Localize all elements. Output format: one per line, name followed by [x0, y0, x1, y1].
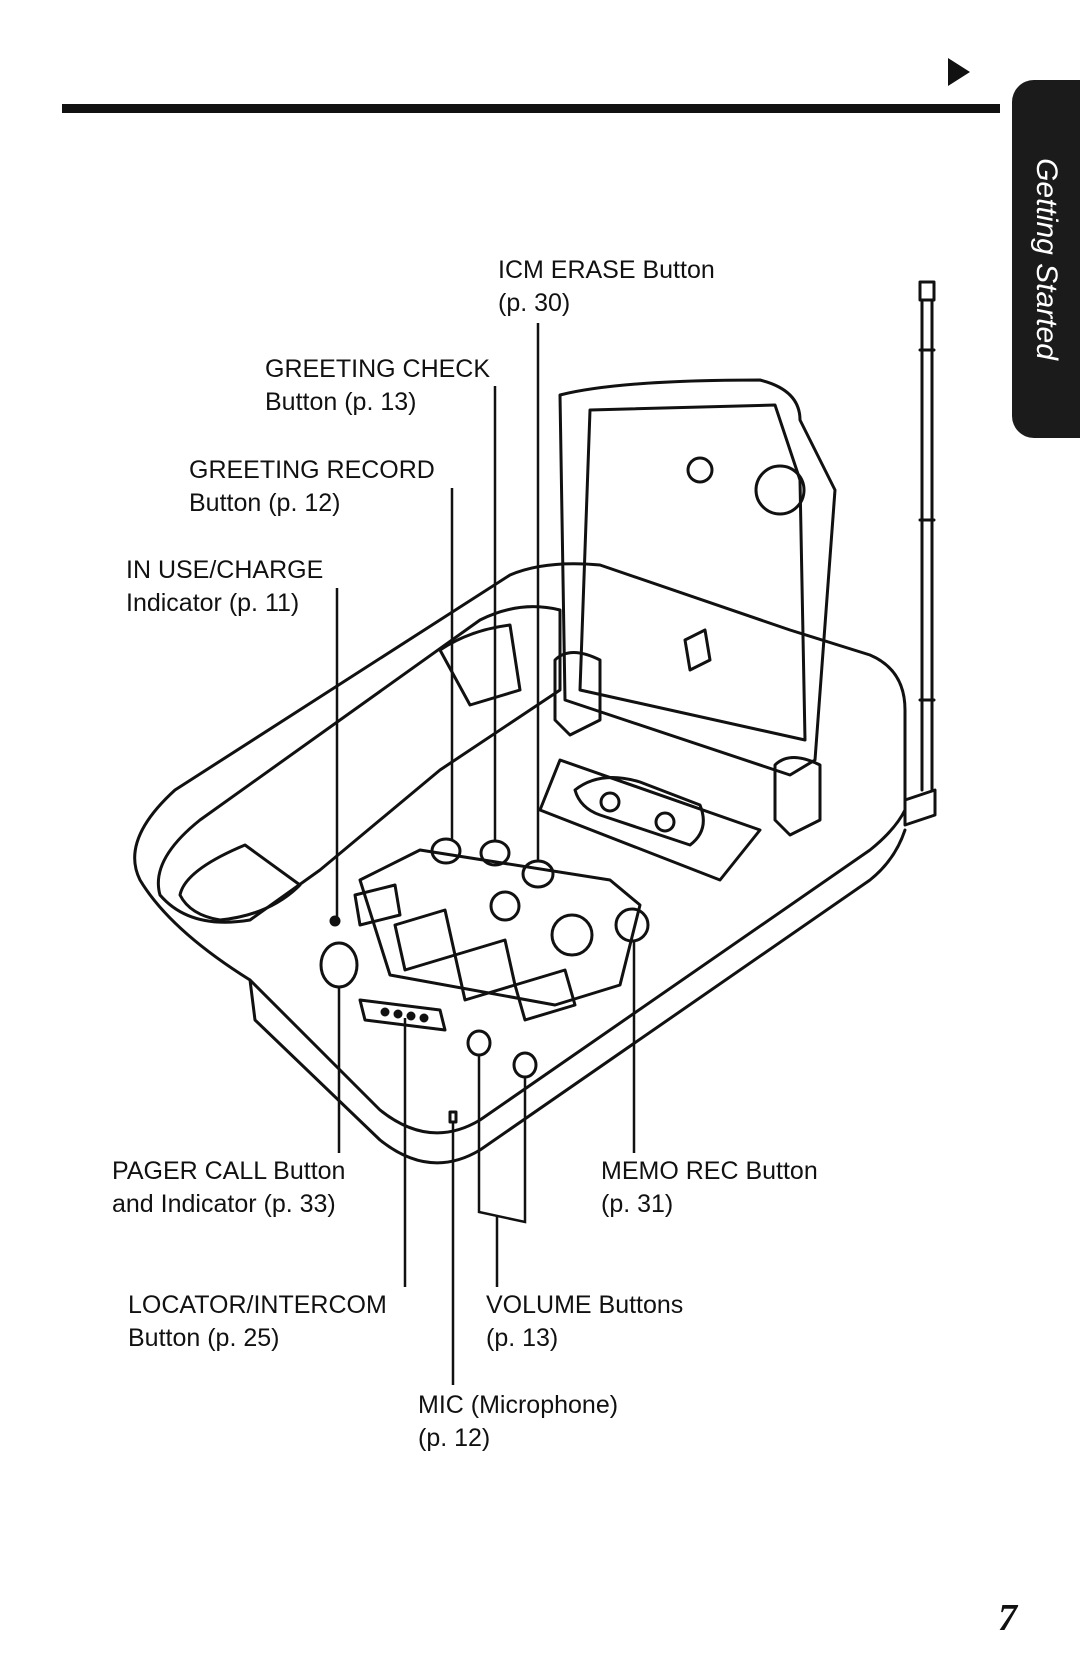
icm-erase-button: [521, 859, 555, 889]
tape-reel-right: [654, 811, 676, 833]
cassette-lid: [558, 378, 837, 777]
button-rewind: [353, 883, 402, 927]
callout-locator-intercom: LOCATOR/INTERCOM Button (p. 25): [128, 1291, 387, 1352]
lid-latch: [754, 464, 806, 516]
header-rule: [62, 104, 1000, 113]
pager-call-button: [319, 941, 359, 989]
cassette-well: [538, 758, 762, 882]
antenna-base: [903, 788, 937, 827]
callout-mic: MIC (Microphone) (p. 12): [418, 1391, 619, 1452]
callout-icm-erase: ICM ERASE Button (p. 30): [498, 256, 715, 317]
cassette-lid-inner: [578, 403, 807, 742]
page-number: 7: [998, 1597, 1017, 1639]
mic-port: [448, 1110, 458, 1124]
button-stop: [393, 908, 457, 972]
locator-intercom-button: [358, 998, 447, 1032]
callout-in-use-charge: IN USE/CHARGE Indicator (p. 11): [126, 556, 324, 617]
callout-memo-rec: MEMO REC Button (p. 31): [601, 1157, 818, 1218]
cradle-dock: [438, 623, 522, 707]
callout-pager-call: PAGER CALL Button and Indicator (p. 33): [112, 1157, 346, 1218]
callout-volume: VOLUME Buttons (p. 13): [486, 1291, 684, 1352]
volume-up-button: [512, 1051, 538, 1079]
in-use-charge-indicator: [329, 915, 341, 927]
base-skirt: [248, 828, 907, 1165]
continue-arrow-icon: [948, 58, 970, 86]
hinge-post-left: [553, 651, 602, 737]
handset-cradle: [156, 605, 562, 924]
volume-down-button: [466, 1029, 492, 1057]
greeting-knob: [489, 890, 521, 922]
cradle-well: [178, 843, 302, 922]
antenna-tip: [918, 280, 936, 302]
button-ffwd: [513, 968, 577, 1022]
callout-greeting-check: GREETING CHECK Button (p. 13): [265, 355, 491, 416]
antenna: [918, 298, 936, 792]
callout-greeting-record: GREETING RECORD Button (p. 12): [189, 456, 435, 517]
tape-reel-left: [599, 791, 621, 813]
cassette-tape: [573, 776, 705, 847]
lid-hinge-hole: [686, 456, 714, 484]
volume-knob: [550, 913, 594, 957]
control-panel: [358, 848, 642, 1007]
hinge-post-right: [773, 756, 822, 837]
lid-window: [683, 628, 712, 672]
section-tab: Getting Started: [1012, 80, 1080, 438]
leader-volume: [477, 1055, 527, 1224]
greeting-record-button: [430, 837, 462, 865]
memo-rec-button: [614, 907, 650, 943]
